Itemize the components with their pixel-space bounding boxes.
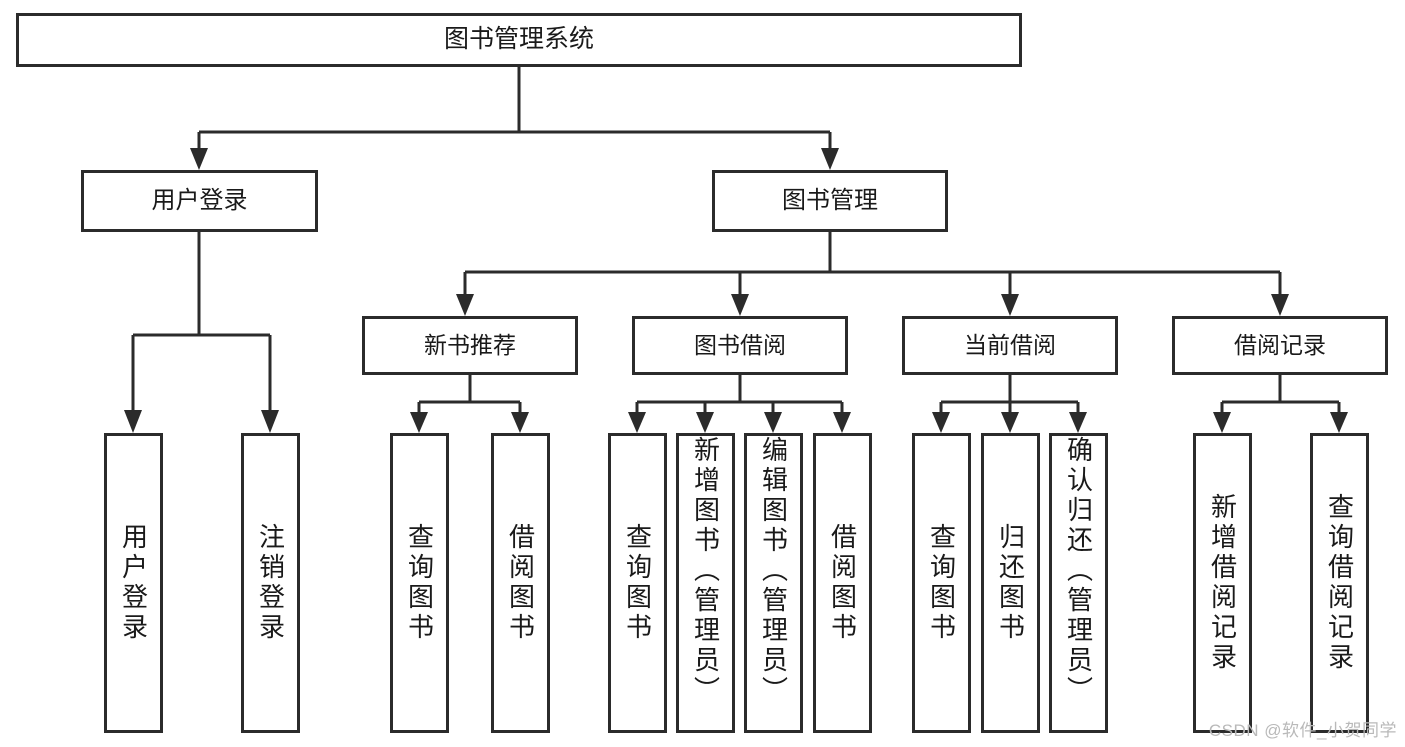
- arrow-new-book-leaf-2: [511, 412, 529, 433]
- leaf-add-book[interactable]: 新增图书（管理员）: [676, 433, 735, 733]
- leaf-query-record[interactable]: 查询借阅记录: [1310, 433, 1369, 733]
- arrow-root-to-user-login: [190, 148, 208, 170]
- leaf-query-book-3[interactable]: 查询图书: [912, 433, 971, 733]
- arrow-to-borrow-record: [1271, 294, 1289, 316]
- node-new-book-recommend-label: 新书推荐: [424, 332, 516, 359]
- leaf-borrow-book-2-label: 借阅图书: [827, 523, 858, 643]
- leaf-borrow-book-1-label: 借阅图书: [505, 523, 536, 643]
- leaf-borrow-book-1[interactable]: 借阅图书: [491, 433, 550, 733]
- arrow-book-borrow-leaf-4: [833, 412, 851, 433]
- arrow-to-current-borrow: [1001, 294, 1019, 316]
- arrow-to-new-book: [456, 294, 474, 316]
- leaf-user-login[interactable]: 用户登录: [104, 433, 163, 733]
- leaf-query-book-1[interactable]: 查询图书: [390, 433, 449, 733]
- leaf-add-record[interactable]: 新增借阅记录: [1193, 433, 1252, 733]
- leaf-borrow-book-2[interactable]: 借阅图书: [813, 433, 872, 733]
- node-new-book-recommend[interactable]: 新书推荐: [362, 316, 578, 375]
- arrow-borrow-record-leaf-1: [1213, 412, 1231, 433]
- arrow-user-login-leaf-1: [124, 410, 142, 433]
- leaf-add-record-label: 新增借阅记录: [1207, 493, 1238, 673]
- leaf-confirm-return[interactable]: 确认归还（管理员）: [1049, 433, 1108, 733]
- leaf-query-book-2-label: 查询图书: [622, 523, 653, 643]
- node-user-login-label: 用户登录: [151, 187, 248, 214]
- arrow-current-borrow-leaf-3: [1069, 412, 1087, 433]
- node-root[interactable]: 图书管理系统: [16, 13, 1022, 67]
- arrow-book-borrow-leaf-2: [696, 412, 714, 433]
- leaf-user-logout-label: 注销登录: [255, 523, 286, 643]
- node-borrow-record[interactable]: 借阅记录: [1172, 316, 1388, 375]
- arrow-user-login-leaf-2: [261, 410, 279, 433]
- arrow-book-borrow-leaf-3: [764, 412, 782, 433]
- node-book-manage[interactable]: 图书管理: [712, 170, 948, 232]
- leaf-query-record-label: 查询借阅记录: [1324, 493, 1355, 673]
- leaf-query-book-1-label: 查询图书: [404, 523, 435, 643]
- leaf-return-book[interactable]: 归还图书: [981, 433, 1040, 733]
- arrow-new-book-leaf-1: [410, 412, 428, 433]
- arrow-to-book-borrow: [731, 294, 749, 316]
- leaf-add-book-label: 新增图书（管理员）: [690, 436, 721, 706]
- leaf-confirm-return-label: 确认归还（管理员）: [1063, 436, 1094, 706]
- node-current-borrow[interactable]: 当前借阅: [902, 316, 1118, 375]
- arrow-book-borrow-leaf-1: [628, 412, 646, 433]
- arrow-current-borrow-leaf-2: [1001, 412, 1019, 433]
- leaf-edit-book[interactable]: 编辑图书（管理员）: [744, 433, 803, 733]
- leaf-edit-book-label: 编辑图书（管理员）: [758, 436, 789, 706]
- node-book-borrow[interactable]: 图书借阅: [632, 316, 848, 375]
- leaf-user-login-label: 用户登录: [118, 523, 149, 643]
- leaf-query-book-2[interactable]: 查询图书: [608, 433, 667, 733]
- node-book-borrow-label: 图书借阅: [694, 332, 786, 359]
- arrow-current-borrow-leaf-1: [932, 412, 950, 433]
- arrow-borrow-record-leaf-2: [1330, 412, 1348, 433]
- arrow-root-to-book-manage: [821, 148, 839, 170]
- node-current-borrow-label: 当前借阅: [964, 332, 1056, 359]
- leaf-user-logout[interactable]: 注销登录: [241, 433, 300, 733]
- leaf-query-book-3-label: 查询图书: [926, 523, 957, 643]
- node-root-label: 图书管理系统: [443, 25, 594, 54]
- csdn-watermark: CSDN @软件_小贺同学: [1208, 721, 1397, 740]
- node-user-login[interactable]: 用户登录: [81, 170, 318, 232]
- node-borrow-record-label: 借阅记录: [1234, 332, 1326, 359]
- leaf-return-book-label: 归还图书: [995, 523, 1026, 643]
- node-book-manage-label: 图书管理: [782, 187, 878, 214]
